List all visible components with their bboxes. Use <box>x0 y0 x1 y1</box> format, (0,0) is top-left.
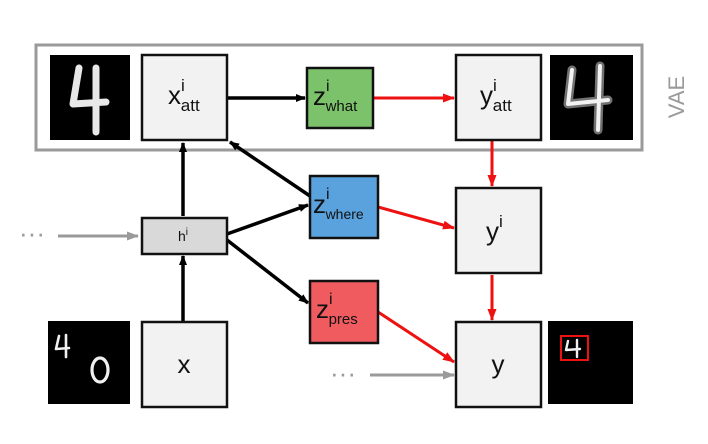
node-z-where: zi where <box>308 174 380 240</box>
node-z-what-sub: what <box>325 98 359 115</box>
attention-window-box <box>560 335 589 361</box>
node-x-att-base: x <box>168 80 181 110</box>
edge-z-where-to-y-i <box>377 205 455 230</box>
edge-h-to-z-pres <box>225 238 310 305</box>
ellipsis-h-input: ··· <box>19 218 45 248</box>
node-z-what-base: z <box>313 81 326 111</box>
node-z-pres-base: z <box>316 294 329 324</box>
node-z-where-base: z <box>313 189 326 219</box>
node-x: x <box>140 320 229 409</box>
input-glimpse-image <box>50 55 130 140</box>
node-y-att-base: y <box>480 80 493 110</box>
node-y-i-sup: i <box>499 212 503 231</box>
svg-text:yi: yi <box>486 212 503 246</box>
node-y-att-sup: i <box>493 76 497 95</box>
ellipsis-y-input: ··· <box>330 358 356 388</box>
node-y-i: yi <box>454 186 543 275</box>
vae-frame <box>34 43 644 152</box>
node-y-att-sub: att <box>493 96 512 115</box>
node-y-i-base: y <box>486 216 499 246</box>
edge-z-pres-to-y <box>377 310 455 364</box>
edge-z-where-to-x-att <box>229 140 311 198</box>
node-x-att-sup: i <box>181 76 185 95</box>
node-y: y <box>454 320 543 409</box>
node-x-base: x <box>178 349 191 379</box>
node-z-where-sup: i <box>326 186 330 203</box>
node-z-pres: zi pres <box>308 279 380 345</box>
node-x-att-sub: att <box>181 96 200 115</box>
input-image <box>48 321 130 404</box>
vae-label: VAE <box>664 76 689 118</box>
output-glimpse-image <box>550 55 633 140</box>
node-z-where-sub: where <box>325 206 364 222</box>
node-h: hi <box>140 216 229 256</box>
svg-text:hi: hi <box>178 227 188 244</box>
node-z-what: zi what <box>305 66 375 130</box>
node-z-pres-sup: i <box>329 291 333 308</box>
edge-h-to-z-where <box>226 203 309 236</box>
node-y-base: y <box>492 349 505 379</box>
node-h-sup: i <box>186 227 188 238</box>
node-h-base: h <box>178 228 186 244</box>
output-image <box>548 321 633 404</box>
node-z-pres-sub: pres <box>329 311 358 328</box>
node-z-what-sup: i <box>326 78 330 95</box>
